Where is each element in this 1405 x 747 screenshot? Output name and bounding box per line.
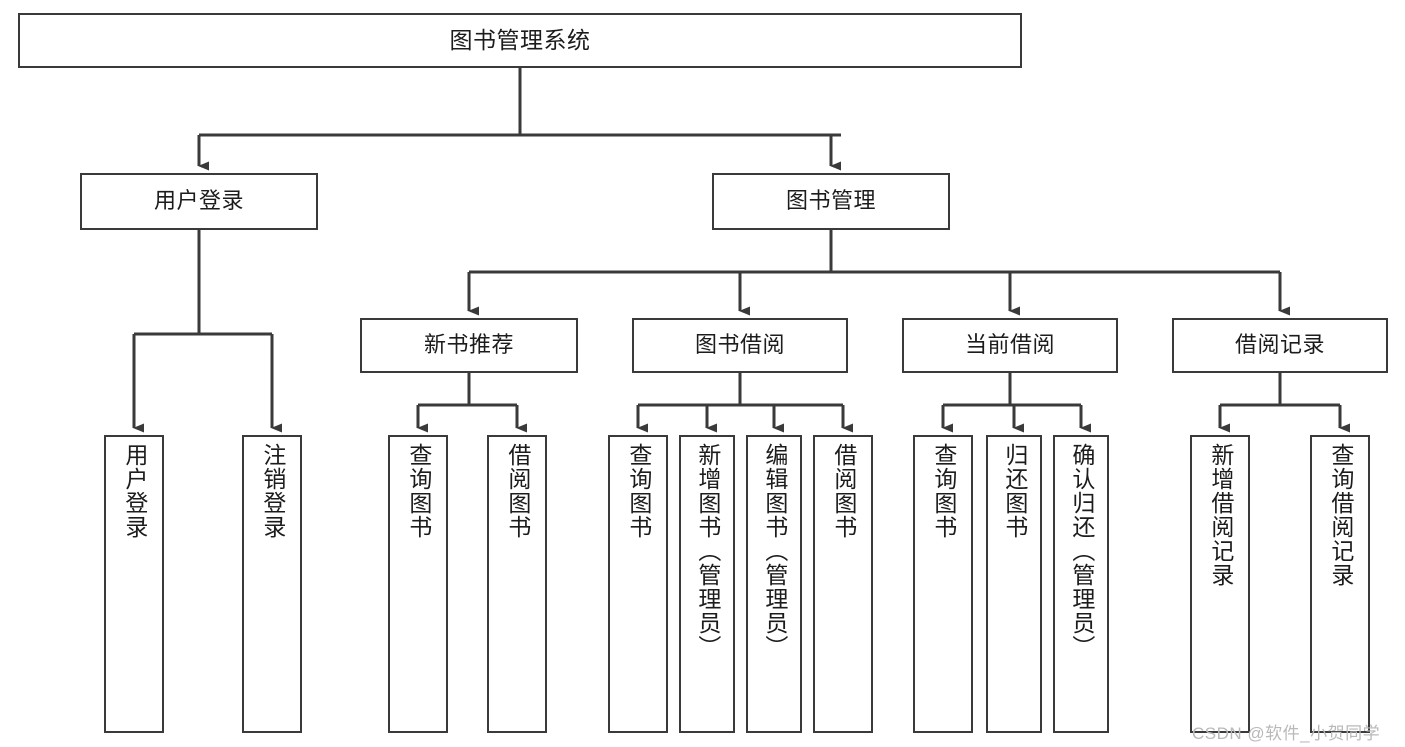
node-label: 图书管理 <box>785 188 876 214</box>
node-label: 查询图书 <box>930 443 957 539</box>
node-current-borrow[interactable]: 当前借阅 <box>902 318 1118 373</box>
node-label: 查询借阅记录 <box>1327 443 1354 587</box>
node-label: 新增借阅记录 <box>1207 443 1234 587</box>
node-label: 借阅图书 <box>504 443 531 539</box>
leaf-return-book[interactable]: 归还图书 <box>986 435 1042 733</box>
leaf-query-book-borrow[interactable]: 查询图书 <box>608 435 668 733</box>
node-label: 新书推荐 <box>423 332 514 358</box>
leaf-query-borrow-record[interactable]: 查询借阅记录 <box>1310 435 1370 733</box>
leaf-logout[interactable]: 注销登录 <box>242 435 302 733</box>
node-label: 借阅记录 <box>1234 332 1325 358</box>
node-label: 查询图书 <box>405 443 432 539</box>
node-root-system[interactable]: 图书管理系统 <box>18 13 1022 68</box>
node-label: 注销登录 <box>259 443 286 539</box>
node-label: 当前借阅 <box>964 332 1055 358</box>
leaf-edit-book-admin[interactable]: 编辑图书（管理员） <box>746 435 802 733</box>
csdn-watermark: CSDN @软件_小贺同学 <box>1192 724 1381 743</box>
node-label: 图书借阅 <box>694 332 785 358</box>
node-label: 借阅图书 <box>830 443 857 539</box>
node-user-login[interactable]: 用户登录 <box>80 173 318 230</box>
leaf-add-borrow-record[interactable]: 新增借阅记录 <box>1190 435 1250 733</box>
node-book-borrow[interactable]: 图书借阅 <box>632 318 848 373</box>
node-label: 图书管理系统 <box>449 26 591 53</box>
node-borrow-records[interactable]: 借阅记录 <box>1172 318 1388 373</box>
node-label: 新增图书（管理员） <box>694 443 721 659</box>
leaf-query-book-current[interactable]: 查询图书 <box>913 435 973 733</box>
node-book-management[interactable]: 图书管理 <box>712 173 950 230</box>
node-new-book-recommend[interactable]: 新书推荐 <box>360 318 578 373</box>
leaf-confirm-return-admin[interactable]: 确认归还（管理员） <box>1053 435 1109 733</box>
node-label: 确认归还（管理员） <box>1068 443 1095 659</box>
node-label: 编辑图书（管理员） <box>761 443 788 659</box>
leaf-borrow-book-new[interactable]: 借阅图书 <box>487 435 547 733</box>
leaf-borrow-book[interactable]: 借阅图书 <box>813 435 873 733</box>
node-label: 查询图书 <box>625 443 652 539</box>
node-label: 用户登录 <box>121 443 148 539</box>
leaf-add-book-admin[interactable]: 新增图书（管理员） <box>679 435 735 733</box>
leaf-user-login[interactable]: 用户登录 <box>104 435 164 733</box>
leaf-query-book-new[interactable]: 查询图书 <box>388 435 448 733</box>
node-label: 归还图书 <box>1001 443 1028 539</box>
node-label: 用户登录 <box>153 188 244 214</box>
